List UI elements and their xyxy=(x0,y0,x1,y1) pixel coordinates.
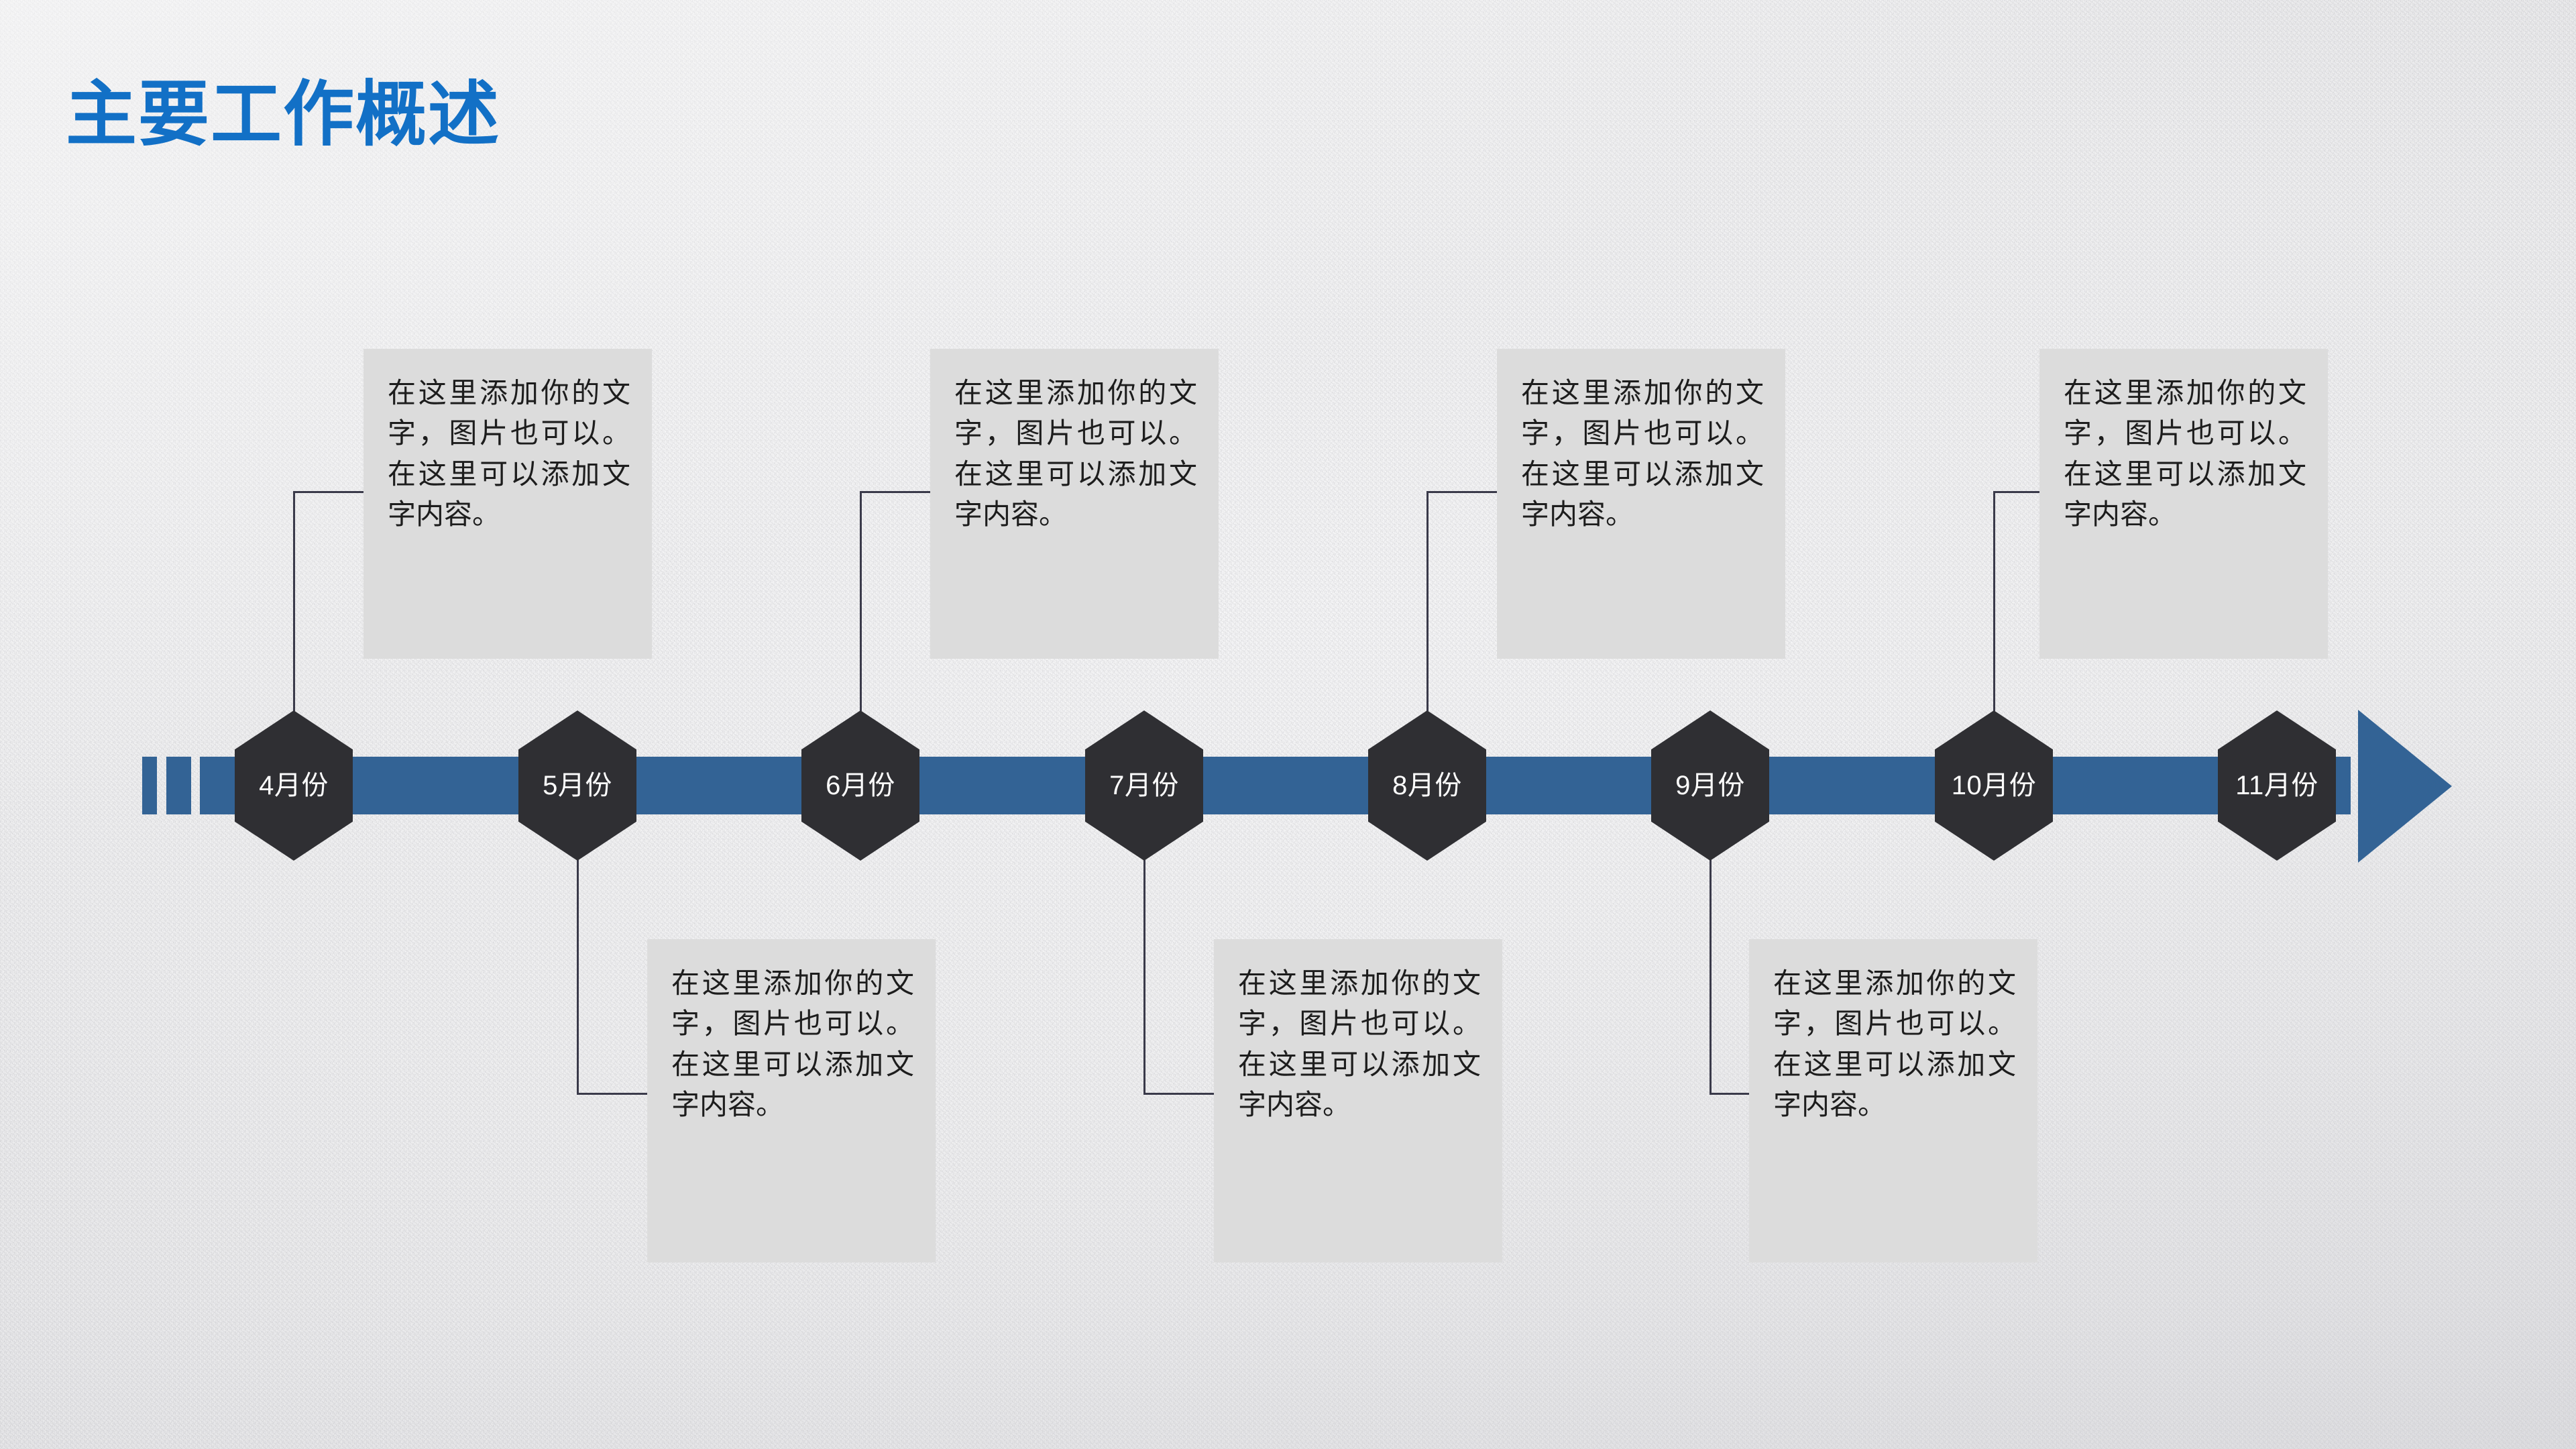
timeline-node-2-label: 5月份 xyxy=(543,771,612,800)
connector-horizontal-node-3 xyxy=(860,491,930,493)
timeline-node-8[interactable]: 11月份 xyxy=(2218,710,2336,861)
timeline-card-top-4[interactable]: 在这里添加你的文字，图片也可以。在这里可以添加文字内容。 xyxy=(2039,349,2328,659)
timeline-node-7[interactable]: 10月份 xyxy=(1935,710,2053,861)
connector-horizontal-node-5 xyxy=(1426,491,1497,493)
timeline-node-4[interactable]: 7月份 xyxy=(1085,710,1203,861)
connector-horizontal-node-2 xyxy=(577,1093,647,1095)
timeline-card-bottom-1[interactable]: 在这里添加你的文字，图片也可以。在这里可以添加文字内容。 xyxy=(647,939,936,1263)
connector-vertical-node-2 xyxy=(577,860,579,1095)
page-title: 主要工作概述 xyxy=(66,75,500,154)
timeline-arrow-head-icon xyxy=(2358,710,2452,863)
timeline-node-1[interactable]: 4月份 xyxy=(235,710,353,861)
timeline-node-7-label: 10月份 xyxy=(1951,771,2037,800)
connector-vertical-node-6 xyxy=(1710,860,1712,1095)
timeline-node-6-label: 9月份 xyxy=(1675,771,1745,800)
connector-vertical-node-1 xyxy=(293,491,295,711)
connector-horizontal-node-1 xyxy=(293,491,363,493)
timeline-card-bottom-1-text: 在这里添加你的文字，图片也可以。在这里可以添加文字内容。 xyxy=(671,967,914,1121)
timeline-card-bottom-2[interactable]: 在这里添加你的文字，图片也可以。在这里可以添加文字内容。 xyxy=(1214,939,1502,1263)
connector-vertical-node-3 xyxy=(860,491,862,711)
timeline-node-5-label: 8月份 xyxy=(1392,771,1462,800)
timeline-card-top-1-text: 在这里添加你的文字，图片也可以。在这里可以添加文字内容。 xyxy=(388,377,630,531)
timeline-node-3[interactable]: 6月份 xyxy=(801,710,919,861)
timeline-card-top-2[interactable]: 在这里添加你的文字，图片也可以。在这里可以添加文字内容。 xyxy=(930,349,1219,659)
connector-horizontal-node-4 xyxy=(1143,1093,1214,1095)
timeline-card-top-2-text: 在这里添加你的文字，图片也可以。在这里可以添加文字内容。 xyxy=(954,377,1197,531)
connector-vertical-node-4 xyxy=(1143,860,1145,1095)
timeline-node-2[interactable]: 5月份 xyxy=(518,710,636,861)
timeline-tail-segment-left-1 xyxy=(142,757,157,814)
timeline-node-4-label: 7月份 xyxy=(1109,771,1179,800)
timeline-card-top-3-text: 在这里添加你的文字，图片也可以。在这里可以添加文字内容。 xyxy=(1521,377,1764,531)
timeline-card-bottom-3[interactable]: 在这里添加你的文字，图片也可以。在这里可以添加文字内容。 xyxy=(1749,939,2037,1263)
connector-vertical-node-5 xyxy=(1426,491,1429,711)
timeline-node-3-label: 6月份 xyxy=(826,771,895,800)
timeline-card-bottom-3-text: 在这里添加你的文字，图片也可以。在这里可以添加文字内容。 xyxy=(1773,967,2016,1121)
timeline-node-5[interactable]: 8月份 xyxy=(1368,710,1486,861)
timeline-card-bottom-2-text: 在这里添加你的文字，图片也可以。在这里可以添加文字内容。 xyxy=(1238,967,1481,1121)
timeline-card-top-3[interactable]: 在这里添加你的文字，图片也可以。在这里可以添加文字内容。 xyxy=(1497,349,1785,659)
timeline-card-top-4-text: 在这里添加你的文字，图片也可以。在这里可以添加文字内容。 xyxy=(2064,377,2306,531)
timeline-card-top-1[interactable]: 在这里添加你的文字，图片也可以。在这里可以添加文字内容。 xyxy=(363,349,652,659)
connector-vertical-node-7 xyxy=(1993,491,1995,711)
timeline-node-8-label: 11月份 xyxy=(2235,771,2318,800)
timeline-node-6[interactable]: 9月份 xyxy=(1651,710,1769,861)
timeline-node-1-label: 4月份 xyxy=(259,771,329,800)
timeline-tail-segment-left-2 xyxy=(166,757,191,814)
